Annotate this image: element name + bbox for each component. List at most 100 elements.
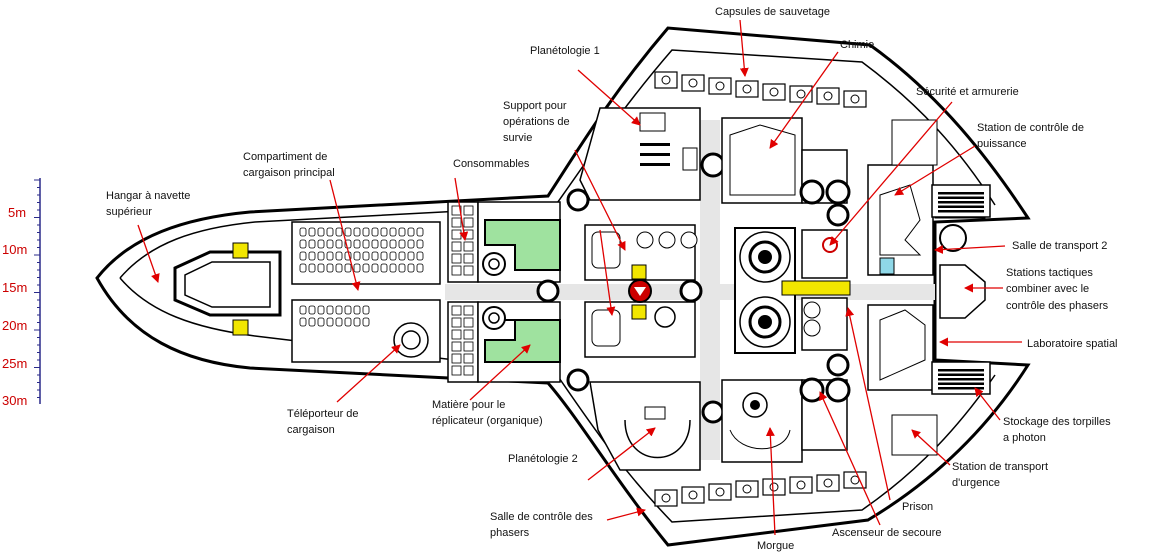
cargo-crate [335, 251, 343, 261]
lower-rooms [566, 184, 991, 471]
cargo-crate [308, 305, 316, 315]
cargo-crate [353, 239, 361, 249]
storage-cell [463, 241, 474, 252]
label-urgence-2: d'urgence [952, 477, 1000, 489]
escape-pod-hatch [661, 493, 671, 503]
cargo-crate [299, 263, 307, 273]
storage-cell [463, 329, 474, 340]
cargo-crate [398, 251, 406, 261]
label-station-puissance-1: Station de contrôle de [977, 122, 1085, 134]
cargo-crate [371, 251, 379, 261]
cargo-crate [362, 251, 370, 261]
storage-cell [451, 241, 462, 252]
cargo-crate [380, 239, 388, 249]
escape-pod-hatch [769, 87, 779, 97]
cargo-crate [299, 317, 307, 327]
label-tactiques-2: combiner avec le [1006, 283, 1090, 295]
label-hangar-1: Hangar à navette [106, 190, 191, 202]
cargo-crate [317, 263, 325, 273]
cargo-crate [353, 317, 361, 327]
cargo-crate [353, 305, 361, 315]
scale-label-30m: 30m [2, 393, 28, 408]
cargo-crate [317, 317, 325, 327]
cross-corridor [700, 120, 720, 460]
label-torpilles-1: Stockage des torpilles [1003, 416, 1111, 428]
label-phasers-1: Salle de contrôle des [490, 511, 593, 523]
cargo-crate [353, 251, 361, 261]
label-matiere-1: Matière pour le [432, 399, 506, 411]
torpedo-tube [938, 192, 984, 195]
torpedo-tube [938, 373, 984, 376]
cargo-crate [308, 317, 316, 327]
cargo-crate [299, 227, 307, 237]
label-capsules: Capsules de sauvetage [715, 6, 830, 18]
escape-pod-hatch [715, 81, 725, 91]
cargo-crate [335, 317, 343, 327]
cargo-crate [353, 263, 361, 273]
storage-cell [451, 205, 462, 216]
cargo-crate [335, 263, 343, 273]
cargo-crate [389, 263, 397, 273]
label-support-3: survie [503, 132, 533, 144]
cargo-crate [389, 227, 397, 237]
cargo-crate [326, 263, 334, 273]
cargo-crate [398, 263, 406, 273]
cargo-crate [380, 251, 388, 261]
cargo-crate [299, 305, 307, 315]
escape-pod-hatch [742, 484, 752, 494]
label-station-puissance-2: puissance [977, 138, 1027, 150]
cargo-crate [308, 239, 316, 249]
escape-pod-hatch [823, 91, 833, 101]
storage-cell [463, 305, 474, 316]
storage-cell [463, 341, 474, 352]
scale-label-5m: 5m [8, 205, 27, 220]
torpedo-tube [938, 210, 984, 213]
label-support-1: Support pour [503, 100, 567, 112]
escape-pod-hatch [769, 482, 779, 492]
storage-cell [463, 317, 474, 328]
cargo-crate [407, 263, 415, 273]
cargo-crate [344, 305, 352, 315]
label-planetologie-2: Planétologie 2 [508, 453, 578, 465]
storage-cell [463, 205, 474, 216]
scale-label-15m: 15m [2, 280, 28, 295]
label-urgence-1: Station de transport [952, 461, 1049, 473]
cargo-crate [335, 227, 343, 237]
cargo-crate [326, 251, 334, 261]
scale-label-20m: 20m [2, 318, 28, 333]
label-matiere-2: réplicateur (organique) [432, 415, 543, 427]
label-consommables: Consommables [453, 158, 530, 170]
storage-cell [451, 317, 462, 328]
label-planetologie-1: Planétologie 1 [530, 45, 600, 57]
label-laboratoire: Laboratoire spatial [1027, 338, 1118, 350]
storage-cell [451, 329, 462, 340]
reactor-room [734, 227, 851, 354]
upper-rooms [566, 107, 986, 276]
escape-pod-hatch [688, 490, 698, 500]
cargo-crate [389, 239, 397, 249]
storage-cell [463, 253, 474, 264]
cargo-crate [362, 239, 370, 249]
storage-cell [451, 265, 462, 276]
label-support-2: opérations de [503, 116, 570, 128]
cargo-crate [371, 227, 379, 237]
cargo-crate [317, 251, 325, 261]
label-ascenseur: Ascenseur de secoure [832, 527, 942, 539]
cargo-crate [407, 227, 415, 237]
escape-pod-hatch [688, 78, 698, 88]
escape-pod-hatch [742, 84, 752, 94]
scale-label-10m: 10m [2, 242, 28, 257]
storage-cell [451, 353, 462, 364]
label-hangar-2: supérieur [106, 206, 152, 218]
cargo-crate [317, 227, 325, 237]
label-torpilles-2: a photon [1003, 432, 1046, 444]
label-transport-2: Salle de transport 2 [1012, 240, 1108, 252]
label-compartiment-1: Compartiment de [243, 151, 328, 163]
torpedo-tube [938, 369, 984, 372]
scale-bar [34, 178, 41, 404]
label-phasers-2: phasers [490, 527, 530, 539]
cargo-crate [308, 251, 316, 261]
escape-pods [654, 71, 867, 507]
cargo-crate [416, 251, 424, 261]
